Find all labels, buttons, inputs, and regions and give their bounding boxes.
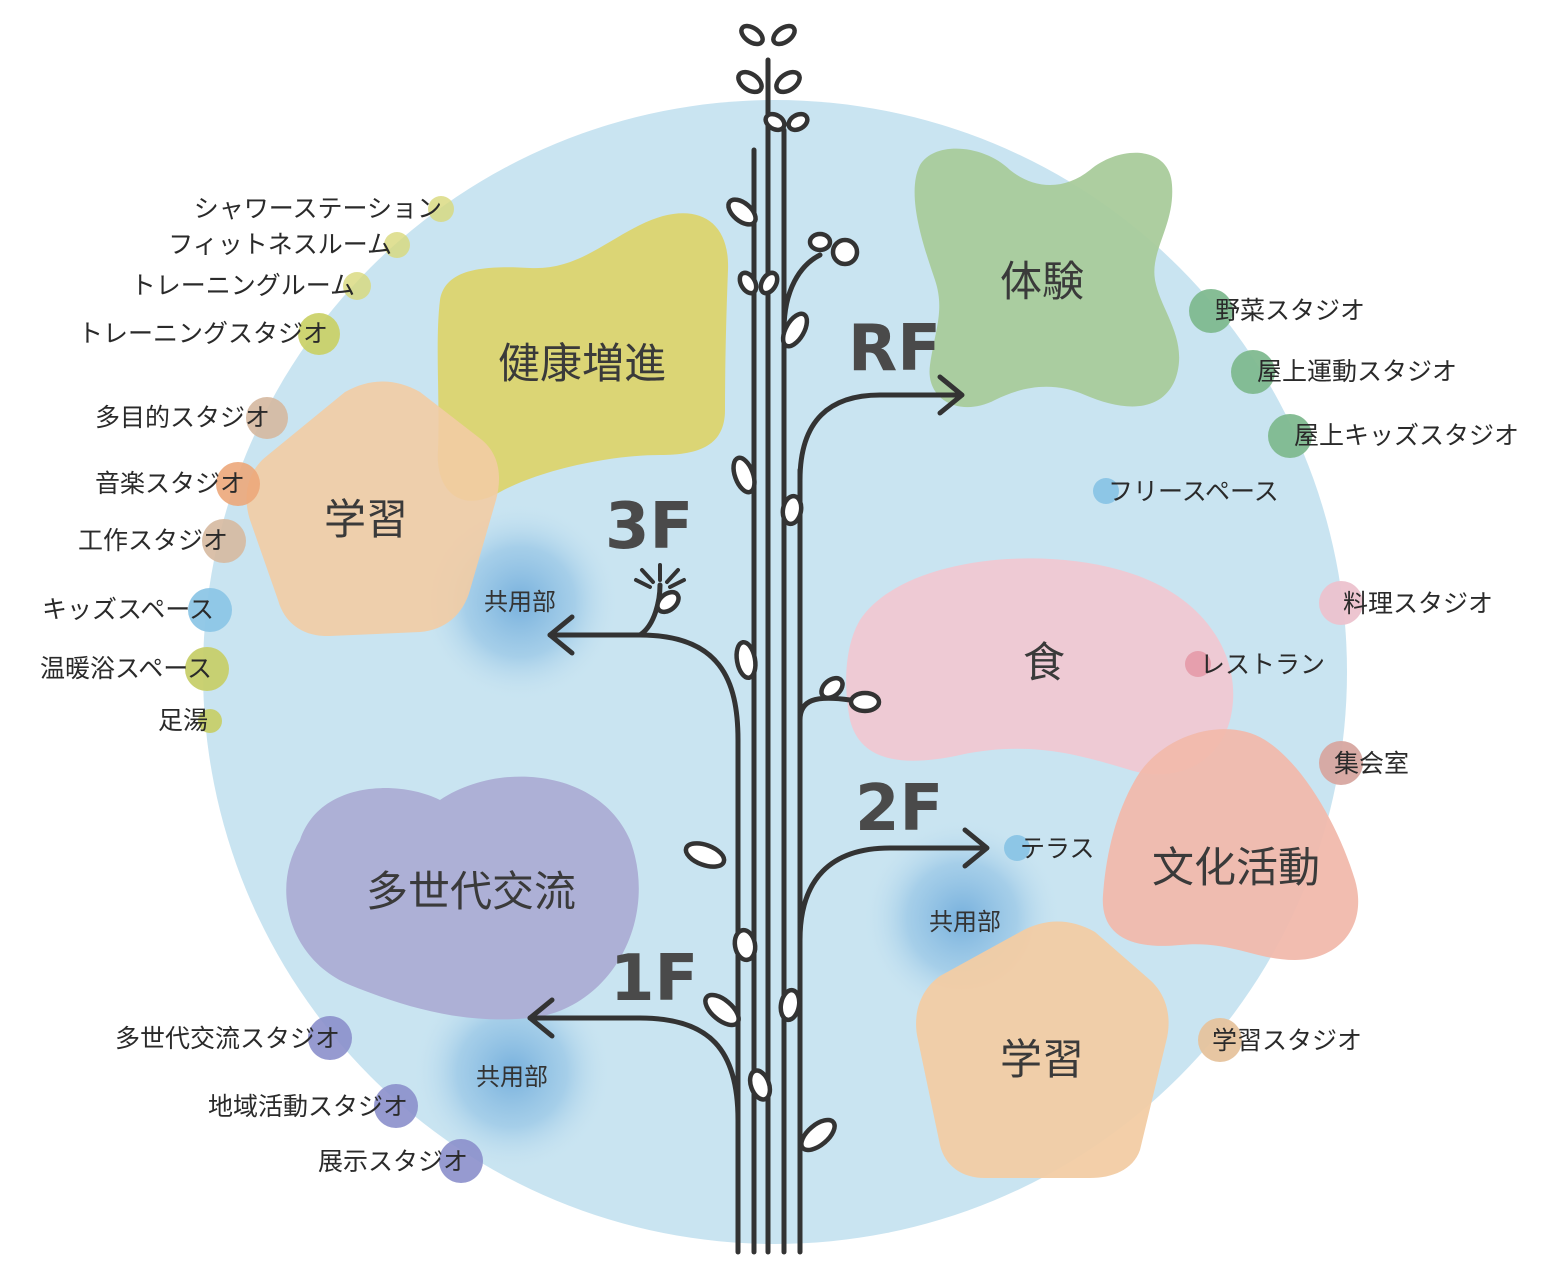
zone-label-experience: 体験 bbox=[1000, 257, 1084, 306]
dot-restaurant bbox=[1185, 651, 1211, 677]
room-label-music-studio: 音楽スタジオ bbox=[95, 469, 245, 498]
dot-assembly-room bbox=[1319, 741, 1363, 785]
room-label-terrace: テラス bbox=[1020, 834, 1095, 863]
branch-3f bbox=[547, 582, 741, 743]
room-label-multipurpose-studio: 多目的スタジオ bbox=[95, 403, 270, 432]
room-label-kids-space: キッズスペース bbox=[42, 595, 214, 624]
room-label-restaurant: レストラン bbox=[1200, 650, 1325, 679]
room-label-multigen-studio: 多世代交流スタジオ bbox=[115, 1024, 340, 1053]
common-label-3f: 共用部 bbox=[484, 588, 556, 616]
floor-label-rf: RF bbox=[848, 312, 941, 386]
room-label-rooftop-sports-studio: 屋上運動スタジオ bbox=[1257, 357, 1457, 386]
branch-curls bbox=[781, 252, 853, 723]
dot-training-studio bbox=[298, 313, 340, 355]
floor-label-1f: 1F bbox=[610, 942, 698, 1016]
dot-rooftop-kids-studio bbox=[1268, 414, 1312, 458]
zone-label-health: 健康増進 bbox=[498, 339, 666, 388]
room-label-training-studio: トレーニングスタジオ bbox=[78, 319, 328, 348]
dot-music-studio bbox=[216, 462, 260, 506]
tree-trunk bbox=[735, 57, 803, 1255]
room-label-warm-bath-space: 温暖浴スペース bbox=[40, 654, 212, 683]
room-label-shower-station: シャワーステーション bbox=[194, 194, 442, 223]
dot-craft-studio bbox=[202, 519, 246, 563]
room-label-exhibition-studio: 展示スタジオ bbox=[318, 1147, 468, 1176]
room-label-rooftop-kids-studio: 屋上キッズスタジオ bbox=[1294, 421, 1519, 450]
room-dots-right bbox=[1004, 289, 1363, 1062]
common-area-glow-1f bbox=[412, 972, 612, 1172]
dot-study-studio bbox=[1198, 1018, 1242, 1062]
dot-community-studio bbox=[374, 1084, 418, 1128]
zone-label-food: 食 bbox=[1023, 638, 1065, 687]
zone-label-culture: 文化活動 bbox=[1152, 843, 1320, 892]
room-label-fitness-room: フィットネスルーム bbox=[168, 230, 392, 259]
zone-label-study-upper: 学習 bbox=[324, 495, 408, 544]
common-label-2f: 共用部 bbox=[929, 908, 1001, 936]
dot-vegetable-studio bbox=[1189, 289, 1233, 333]
dot-multigen-studio bbox=[308, 1016, 352, 1060]
room-label-craft-studio: 工作スタジオ bbox=[78, 526, 228, 555]
dot-multipurpose-studio bbox=[246, 397, 288, 439]
dot-exhibition-studio bbox=[439, 1139, 483, 1183]
dot-terrace bbox=[1004, 835, 1030, 861]
common-label-1f: 共用部 bbox=[476, 1063, 548, 1091]
dot-warm-bath-space bbox=[185, 647, 229, 691]
leaves bbox=[655, 23, 882, 1153]
dot-cooking-studio bbox=[1319, 581, 1363, 625]
room-label-assembly-room: 集会室 bbox=[1334, 749, 1409, 778]
zone-blob-multigen bbox=[286, 776, 639, 1020]
dot-foot-bath bbox=[198, 709, 222, 733]
room-label-foot-bath: 足湯 bbox=[158, 706, 208, 735]
room-dots-left bbox=[185, 196, 483, 1183]
room-label-vegetable-studio: 野菜スタジオ bbox=[1215, 296, 1365, 325]
zone-label-multigen: 多世代交流 bbox=[366, 867, 576, 916]
room-label-cooking-studio: 料理スタジオ bbox=[1343, 589, 1493, 618]
room-label-study-studio: 学習スタジオ bbox=[1212, 1026, 1362, 1055]
dot-kids-space bbox=[188, 588, 232, 632]
flower-burst bbox=[634, 563, 686, 589]
zone-label-study-lower: 学習 bbox=[1000, 1035, 1084, 1084]
branch-2f bbox=[797, 827, 990, 943]
zone-blob-food bbox=[846, 558, 1234, 775]
dot-free-space bbox=[1093, 478, 1119, 504]
zone-blob-study-lower bbox=[916, 921, 1169, 1178]
dot-fitness-room bbox=[384, 232, 410, 258]
dot-training-room bbox=[343, 272, 371, 300]
room-label-free-space: フリースペース bbox=[1108, 477, 1279, 506]
dot-shower-station bbox=[428, 196, 454, 222]
branch-rf bbox=[797, 374, 965, 483]
zone-blob-study-upper bbox=[246, 381, 500, 637]
room-label-training-room: トレーニングルーム bbox=[131, 271, 355, 300]
zone-blob-experience bbox=[914, 148, 1180, 408]
dot-rooftop-sports-studio bbox=[1231, 350, 1275, 394]
branch-1f bbox=[527, 997, 741, 1123]
zone-blob-health bbox=[437, 213, 729, 501]
room-label-community-studio: 地域活動スタジオ bbox=[208, 1092, 408, 1121]
floor-label-2f: 2F bbox=[855, 772, 943, 846]
zone-blob-culture bbox=[1102, 729, 1359, 960]
floor-label-3f: 3F bbox=[605, 490, 693, 564]
